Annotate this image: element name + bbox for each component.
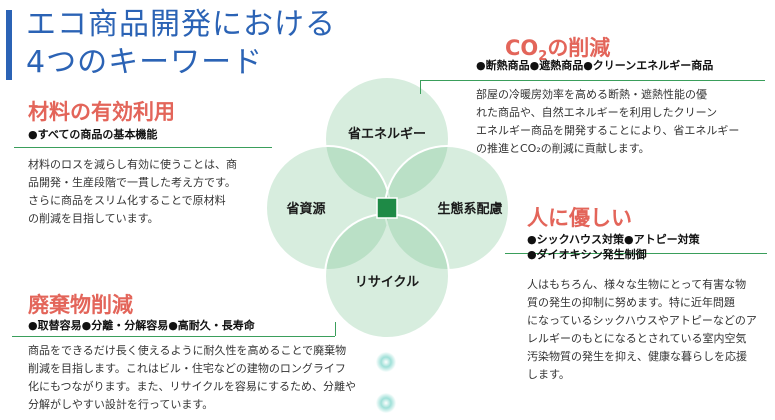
material-body-line: 品開発・生産段階で一貫した考え方です。 [28,176,236,189]
label-energy: 省エネルギー [347,126,426,142]
co2-body-line: 部屋の冷暖房効率を高める断熱・遮熱性能の優 [476,88,707,101]
waste-subtitle: ●取替容易●分離・分解容易●高耐久・長寿命 [28,319,255,332]
people-body-line: になっているシックハウスやアトピーなどのア [527,314,757,327]
people-subtitle-1: ●シックハウス対策●アトピー対策 [527,233,700,246]
connector-co2-drop [420,80,421,94]
page-title-line1: エコ商品開発における [26,7,336,42]
co2-title: CO2の削減 [505,32,610,64]
waste-body-line: 削減を目指します。これはビル・住宅などの建物のロングライフ [28,362,346,375]
co2-title-pre: CO [505,36,539,60]
people-body-line: します。 [527,368,570,381]
material-subtitle: ●すべての商品の基本機能 [28,128,158,141]
people-body-line: レルギーのもとになるとされている室内空気 [527,332,747,345]
material-body-line: の削減を目指しています。 [28,212,159,225]
material-title: 材料の有効利用 [28,100,175,124]
people-body: 人はもちろん、様々な生物にとって有害な物 質の発生の抑制に努めます。特に近年問題… [527,276,772,384]
glow-dot [376,393,396,413]
waste-body-line: 化にもつながります。また、リサイクルを容易にするため、分離や [28,380,357,393]
people-body-line: 汚染物質の発生を抑え、健康な暮らしを応援 [527,350,747,363]
connector-co2 [420,80,765,81]
label-recycle: リサイクル [355,275,419,290]
connector-waste [12,336,335,337]
co2-title-post: の削減 [547,36,611,60]
co2-body: 部屋の冷暖房効率を高める断熱・遮熱性能の優 れた商品や、自然エネルギーを利用した… [476,86,768,158]
waste-body: 商品をできるだけ長く使えるように耐久性を高めることで廃棄物 削減を目指します。こ… [28,342,368,414]
people-body-line: 質の発生の抑制に努めます。特に近年問題 [527,296,735,309]
co2-title-sub: 2 [538,49,548,65]
co2-body-line: エネルギー商品を開発することにより、省エネルギー [476,124,740,137]
label-resource: 省資源 [285,201,325,217]
co2-body-line: れた商品や、自然エネルギーを利用したクリーン [476,106,718,119]
glow-dot [376,352,396,372]
material-body: 材料のロスを減らし有効に使うことは、商 品開発・生産段階で一貫した考え方です。 … [28,156,268,228]
title-accent-bar [6,10,12,80]
people-subtitle-2: ●ダイオキシン発生制御 [527,248,647,261]
co2-body-line: の推進とCO₂の削減に貢献します。 [476,142,650,155]
waste-body-line: 分解がしやすい設計を行っています。 [28,398,214,411]
material-body-line: さらに商品をスリム化することで原材料 [28,194,226,207]
connector-people [505,253,767,254]
center-square [376,197,398,219]
people-title: 人に優しい [527,206,632,230]
page-title: エコ商品開発における 4つのキーワード [26,6,336,82]
waste-title: 廃棄物削減 [28,293,133,317]
people-body-line: 人はもちろん、様々な生物にとって有害な物 [527,278,747,291]
venn-circles [265,76,510,339]
material-body-line: 材料のロスを減らし有効に使うことは、商 [28,158,237,171]
co2-subtitle: ●断熱商品●遮熱商品●クリーンエネルギー商品 [476,59,714,72]
connector-waste-rise [335,322,336,336]
label-ecology: 生態系配慮 [437,201,502,217]
connector-material [14,147,272,148]
waste-body-line: 商品をできるだけ長く使えるように耐久性を高めることで廃棄物 [28,344,347,357]
page-title-line2: 4つのキーワード [26,45,264,80]
